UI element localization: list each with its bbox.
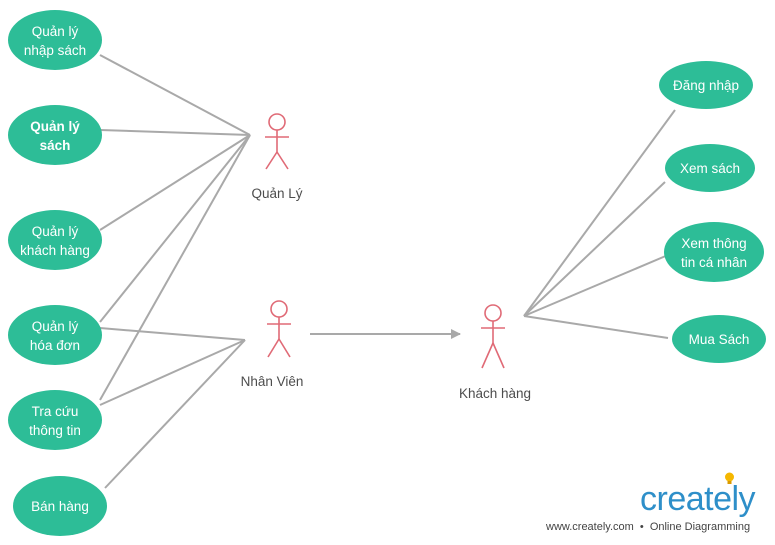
- use-case-label: Xem thông: [681, 236, 746, 251]
- use-case-xem-sach: Xem sách: [665, 144, 755, 192]
- use-case-ban-hang: Bán hàng: [13, 476, 107, 536]
- assoc-staff-hoa-don: [99, 327, 246, 341]
- logo-wordmark: creately: [640, 480, 756, 518]
- use-case-label: Đăng nhập: [673, 78, 739, 93]
- use-case-label: tin cá nhân: [681, 255, 747, 270]
- use-case-tra-cuu: Tra cứu thông tin: [8, 390, 102, 450]
- assoc-manager-sach: [99, 129, 251, 136]
- use-case-quan-ly-sach: Quản lý sách: [8, 105, 102, 165]
- use-case-label: hóa đơn: [30, 338, 80, 353]
- stick-figure-icon: [265, 113, 289, 170]
- actor-label: Khách hàng: [459, 386, 531, 401]
- use-case-hoa-don: Quản lý hóa đơn: [8, 305, 102, 365]
- use-case-label: nhập sách: [24, 43, 86, 58]
- actor-customer: Khách hàng: [459, 304, 531, 401]
- use-case-label: Quản lý: [32, 224, 79, 239]
- use-case-label: thông tin: [29, 423, 81, 438]
- use-case-label: Bán hàng: [31, 499, 89, 514]
- use-case-label: Mua Sách: [689, 332, 750, 347]
- use-case-label: sách: [40, 138, 71, 153]
- use-case-label: Quản lý: [32, 24, 79, 39]
- tagline: www.creately.com • Online Diagramming: [546, 521, 750, 533]
- assoc-customer-dang-nhap: [523, 109, 676, 317]
- use-case-label: Xem sách: [680, 161, 740, 176]
- use-case-xem-thong-tin: Xem thông tin cá nhân: [664, 222, 764, 282]
- assoc-customer-mua-sach: [523, 315, 669, 339]
- actor-staff: Nhân Viên: [241, 300, 304, 389]
- assoc-customer-xem-thong-tin: [523, 254, 669, 317]
- actor-label: Quản Lý: [251, 186, 302, 201]
- stick-figure-icon: [267, 300, 291, 358]
- actor-manager: Quản Lý: [251, 113, 303, 201]
- use-case-nhap-sach: Quản lý nhập sách: [8, 10, 102, 70]
- assoc-manager-hoa-don: [99, 134, 251, 323]
- tagline-separator: •: [639, 521, 644, 533]
- actor-label: Nhân Viên: [241, 374, 304, 389]
- use-case-mua-sach: Mua Sách: [672, 315, 766, 363]
- assoc-staff-tra-cuu: [99, 339, 246, 406]
- use-case-khach-hang: Quản lý khách hàng: [8, 210, 102, 270]
- assoc-manager-khach-hang: [99, 134, 251, 231]
- manager-associations: [99, 54, 251, 401]
- lightbulb-icon: [725, 472, 734, 484]
- creately-logo: creately: [640, 472, 765, 522]
- use-case-label: Quản lý: [30, 119, 80, 134]
- tagline-text: Online Diagramming: [649, 521, 751, 533]
- staff-associations: [99, 327, 246, 489]
- use-case-label: Tra cứu: [32, 404, 79, 419]
- assoc-manager-nhap-sach: [99, 54, 251, 136]
- use-case-label: khách hàng: [20, 243, 90, 258]
- assoc-customer-xem-sach: [523, 181, 666, 317]
- assoc-manager-tra-cuu: [99, 134, 251, 401]
- assoc-staff-ban-hang: [104, 339, 246, 489]
- use-case-dang-nhap: Đăng nhập: [659, 61, 753, 109]
- use-case-label: Quản lý: [32, 319, 79, 334]
- tagline-site: www.creately.com: [546, 521, 634, 533]
- stick-figure-icon: [481, 304, 505, 369]
- customer-associations: [523, 109, 676, 339]
